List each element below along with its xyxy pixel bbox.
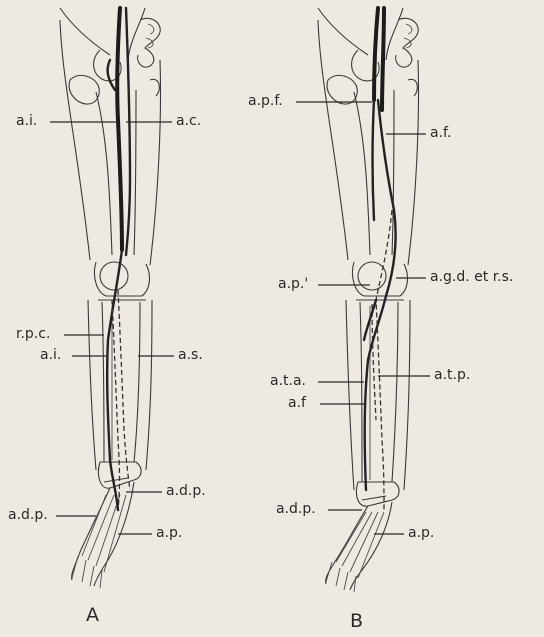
label-b-af-lower: a.f bbox=[288, 396, 306, 410]
label-b-ap: a.p. bbox=[408, 526, 434, 540]
panel-a-arteries bbox=[107, 8, 130, 510]
panel-b-pelvis bbox=[318, 8, 418, 104]
panel-a-drawing bbox=[60, 8, 161, 588]
panel-a-pelvis bbox=[60, 8, 160, 104]
label-b-ata: a.t.a. bbox=[270, 374, 306, 388]
panel-a-knee bbox=[94, 262, 149, 300]
label-b-atp: a.t.p. bbox=[434, 368, 470, 382]
label-b-apf: a.p.f. bbox=[248, 94, 283, 108]
label-a-adp-left: a.d.p. bbox=[8, 508, 48, 522]
panel-b-femur bbox=[318, 20, 419, 265]
panel-a-femur bbox=[60, 20, 161, 265]
panel-b-foot bbox=[326, 482, 399, 592]
panel-b-knee bbox=[352, 262, 407, 300]
label-a-ap: a.p. bbox=[156, 526, 182, 540]
panel-b-drawing bbox=[318, 8, 419, 592]
panel-a-foot bbox=[72, 462, 141, 588]
label-a-ai-upper: a.i. bbox=[16, 114, 37, 128]
panel-letter-a: A bbox=[86, 606, 99, 625]
label-a-as: a.s. bbox=[178, 348, 203, 362]
label-b-agd: a.g.d. et r.s. bbox=[430, 270, 513, 284]
label-b-ap-prime: a.p.' bbox=[278, 277, 308, 291]
label-a-adp-right: a.d.p. bbox=[166, 484, 206, 498]
label-a-ai-lower: a.i. bbox=[40, 348, 61, 362]
panel-letter-b: B bbox=[350, 612, 363, 631]
label-b-af-upper: a.f. bbox=[430, 126, 451, 140]
label-a-ac: a.c. bbox=[176, 114, 201, 128]
panel-b-arteries bbox=[364, 8, 396, 510]
label-a-rpc: r.p.c. bbox=[16, 327, 50, 341]
label-b-adp: a.d.p. bbox=[276, 502, 316, 516]
